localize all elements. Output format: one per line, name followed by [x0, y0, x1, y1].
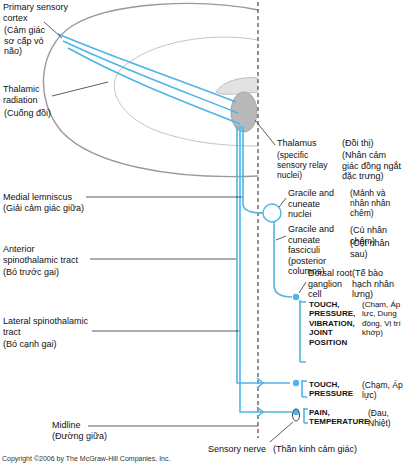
part-label: Copyright ©2006 by The McGraw-Hill Compa… [2, 455, 242, 463]
part-label: (Đường giữa) [52, 431, 132, 442]
part-label: Gracile and cuneate nuclei [288, 188, 346, 220]
sensation-label: TOUCH, PRESSURE [309, 380, 359, 399]
ganglion-dot [293, 294, 299, 300]
part-label: (Nhân cảm giác đồng ngắt đặc trưng) [342, 150, 404, 182]
thalamic-radiation-fibres [58, 34, 240, 124]
part-label: (Cột nhân sau) [350, 238, 404, 259]
part-label: Dorsal root ganglion cell [308, 268, 358, 300]
part-label: Thalamic radiation [3, 84, 53, 105]
part-label: (specific sensory relay nuclei) [277, 150, 339, 180]
part-label: (Đau, Nhiệt) [368, 408, 404, 428]
part-label: Anterior spinothalamic tract [3, 244, 89, 265]
ventricle [216, 78, 258, 95]
midline-dashed [258, 2, 259, 438]
part-label: (Cuống đồi) [4, 108, 66, 119]
part-label: (Bó cạnh gai) [3, 339, 83, 350]
ganglion-dot [293, 380, 299, 386]
part-label: (Mảnh và nhân nhân chêm) [350, 188, 404, 218]
part-label: Sensory nerve [208, 444, 272, 455]
part-label: Primary sensory cortex [3, 2, 69, 23]
part-label: Medial lemniscus [3, 192, 85, 203]
part-label: (Cảm giác sơ cấp vỏ não) [4, 25, 52, 57]
part-label: Thalamus [277, 138, 337, 149]
part-label: (Chạm, Áp lực, Dung động, Vị trí khớp) [362, 300, 404, 338]
part-label: (Giải cảm giác giữa) [3, 203, 99, 214]
sensory-nerve-ring [293, 409, 300, 421]
leader-lines [44, 22, 306, 442]
part-label: (Thần kinh cảm giác) [273, 444, 383, 455]
part-label: Lateral spinothalamic tract [3, 316, 91, 337]
part-label: (Chạm, Áp lực) [362, 380, 404, 400]
part-label: (Bó trước gai) [3, 267, 83, 278]
part-label: Midline [52, 420, 102, 431]
part-label: (Tế bào hạch nhân lưng) [352, 268, 404, 300]
brain-outline [43, 3, 258, 176]
sensation-label: PAIN, TEMPERATURE [309, 408, 367, 427]
nuclei-circle [263, 204, 281, 222]
sensation-label: TOUCH, PRESSURE, VIBRATION, JOINT POSITI… [309, 300, 361, 347]
part-label: (Đồi thị) [342, 138, 402, 149]
